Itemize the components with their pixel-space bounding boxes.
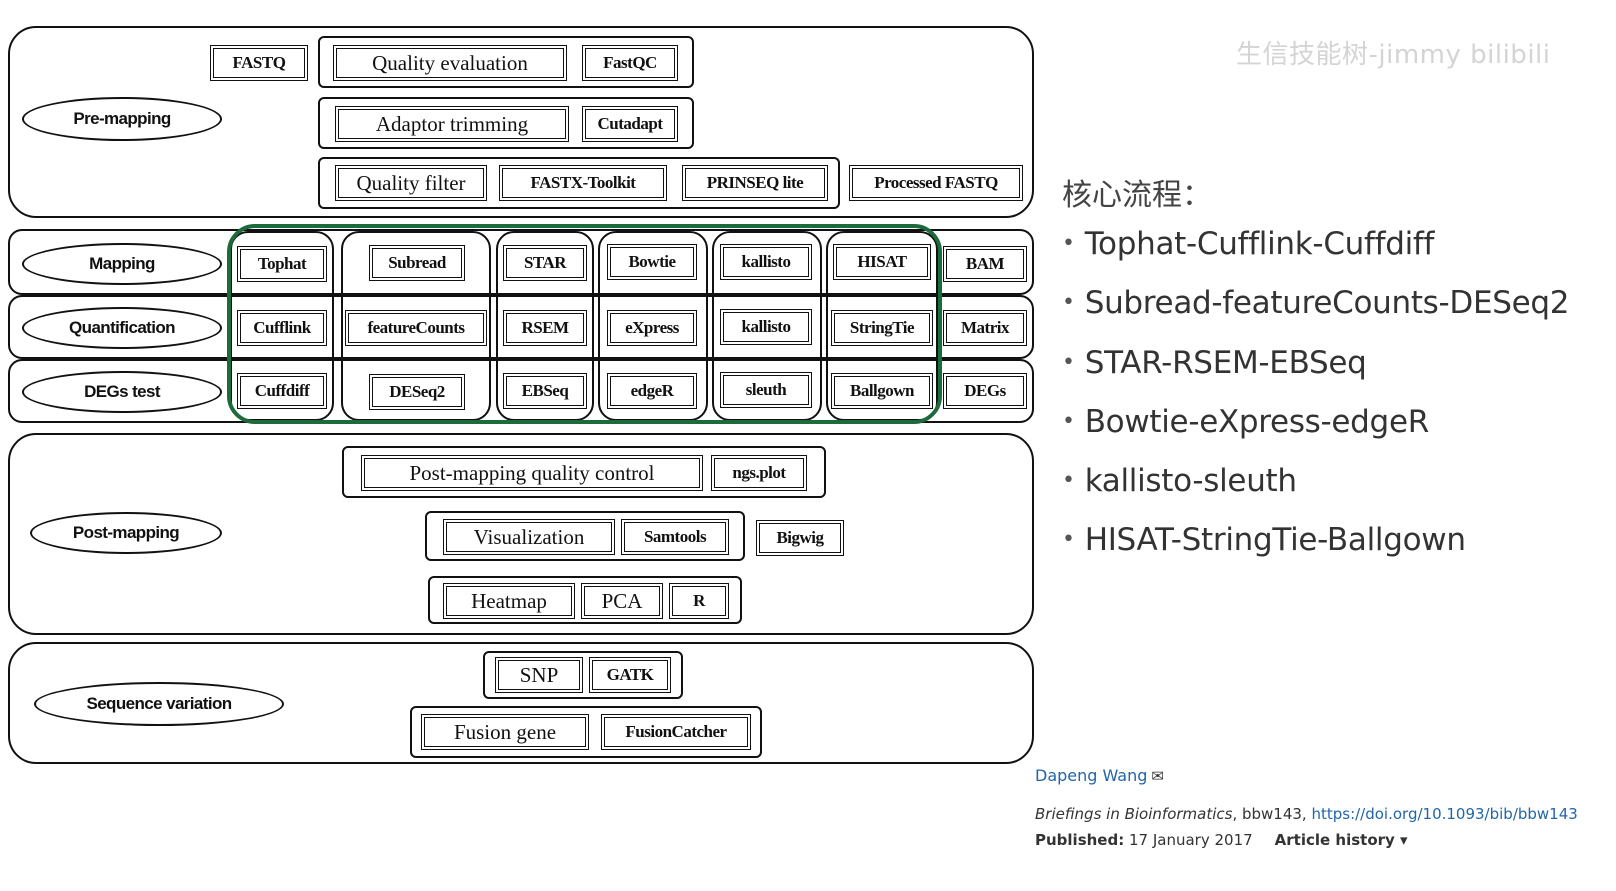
pipeline-item: • kallisto-sleuth	[1062, 463, 1297, 499]
article-history-toggle[interactable]: Article history ▾	[1274, 831, 1408, 849]
output-bam: BAM	[943, 246, 1027, 282]
tool-bowtie: Bowtie	[607, 244, 697, 280]
tool-cufflink: Cufflink	[237, 310, 327, 346]
fastqc-box: FastQC	[582, 45, 678, 81]
tool-sleuth: sleuth	[720, 372, 812, 408]
tool-express: eXpress	[607, 310, 697, 346]
fastx-toolkit-box: FASTX-Toolkit	[499, 165, 667, 201]
bullet-icon: •	[1062, 468, 1075, 493]
fusion-gene-box: Fusion gene	[421, 714, 589, 750]
author-name[interactable]: Dapeng Wang	[1035, 766, 1148, 785]
bigwig-box: Bigwig	[756, 520, 844, 556]
bullet-icon: •	[1062, 350, 1075, 375]
tool-ebseq: EBSeq	[503, 373, 587, 409]
bullet-icon: •	[1062, 409, 1075, 434]
published-line: Published: 17 January 2017 Article histor…	[1035, 831, 1408, 849]
processed-fastq-box: Processed FASTQ	[849, 165, 1023, 201]
pipeline-text: kallisto-sleuth	[1084, 463, 1297, 499]
pipeline-item: • HISAT-StringTie-Ballgown	[1062, 522, 1466, 558]
envelope-icon[interactable]: ✉	[1151, 767, 1164, 785]
tool-cuffdiff: Cuffdiff	[237, 373, 327, 409]
journal-name: Briefings in Bioinformatics	[1035, 805, 1233, 823]
tool-kallisto-mapping: kallisto	[720, 244, 812, 280]
author-link[interactable]: Dapeng Wang✉	[1035, 766, 1164, 785]
tool-hisat: HISAT	[833, 244, 931, 280]
tool-subread: Subread	[369, 245, 465, 281]
tool-ballgown: Ballgown	[831, 373, 933, 409]
samtools-box: Samtools	[621, 519, 729, 555]
stage-sequence-variation: Sequence variation	[34, 682, 284, 726]
pipeline-item: • Bowtie-eXpress-edgeR	[1062, 404, 1429, 440]
stage-quantification: Quantification	[22, 307, 222, 349]
tool-star: STAR	[503, 245, 587, 281]
tool-edger: edgeR	[607, 373, 697, 409]
pipeline-text: Bowtie-eXpress-edgeR	[1084, 404, 1430, 440]
tool-tophat: Tophat	[237, 246, 327, 282]
bullet-icon: •	[1062, 290, 1075, 315]
stage-post-mapping: Post-mapping	[30, 512, 222, 554]
prinseq-lite-box: PRINSEQ lite	[682, 165, 828, 201]
stage-pre-mapping: Pre-mapping	[22, 97, 222, 141]
snp-box: SNP	[495, 657, 583, 693]
stage-mapping: Mapping	[22, 243, 222, 285]
doi-link[interactable]: https://doi.org/10.1093/bib/bbw143	[1311, 805, 1578, 823]
gatk-box: GATK	[589, 657, 671, 693]
output-matrix: Matrix	[943, 310, 1027, 346]
fusioncatcher-box: FusionCatcher	[601, 714, 751, 750]
tool-kallisto-quant: kallisto	[720, 309, 812, 345]
quality-filter-box: Quality filter	[335, 165, 487, 201]
pca-box: PCA	[581, 583, 663, 619]
tool-deseq2: DESeq2	[369, 374, 465, 410]
visualization-box: Visualization	[443, 519, 615, 555]
pipeline-text: HISAT-StringTie-Ballgown	[1084, 522, 1466, 558]
pipeline-item: • Subread-featureCounts-DESeq2	[1062, 285, 1570, 321]
fastq-box: FASTQ	[210, 45, 308, 81]
bullet-icon: •	[1062, 231, 1075, 256]
heatmap-box: Heatmap	[443, 583, 575, 619]
pipeline-text: Tophat-Cufflink-Cuffdiff	[1084, 226, 1435, 262]
published-label: Published:	[1035, 831, 1125, 849]
post-mapping-qc-box: Post-mapping quality control	[361, 455, 703, 491]
pipeline-text: Subread-featureCounts-DESeq2	[1084, 285, 1570, 321]
published-date: 17 January 2017	[1129, 831, 1253, 849]
tool-stringtie: StringTie	[831, 310, 933, 346]
tool-rsem: RSEM	[503, 310, 587, 346]
stage-degs-test: DEGs test	[22, 371, 222, 413]
article-id: , bbw143,	[1232, 805, 1312, 823]
pipeline-text: STAR-RSEM-EBSeq	[1084, 345, 1367, 381]
tool-featurecounts: featureCounts	[345, 310, 487, 346]
r-box: R	[669, 583, 729, 619]
ngs-plot-box: ngs.plot	[711, 455, 807, 491]
quality-evaluation-box: Quality evaluation	[333, 45, 567, 81]
bullet-icon: •	[1062, 527, 1075, 552]
pipeline-item: • Tophat-Cufflink-Cuffdiff	[1062, 226, 1434, 262]
output-degs: DEGs	[943, 373, 1027, 409]
pipeline-item: • STAR-RSEM-EBSeq	[1062, 345, 1367, 381]
adaptor-trimming-box: Adaptor trimming	[335, 106, 569, 142]
cutadapt-box: Cutadapt	[582, 106, 678, 142]
bilibili-watermark: 生信技能树-jimmy bilibili	[1236, 40, 1551, 70]
core-pipeline-title: 核心流程：	[1062, 178, 1212, 213]
citation-line: Briefings in Bioinformatics, bbw143, htt…	[1035, 805, 1578, 823]
